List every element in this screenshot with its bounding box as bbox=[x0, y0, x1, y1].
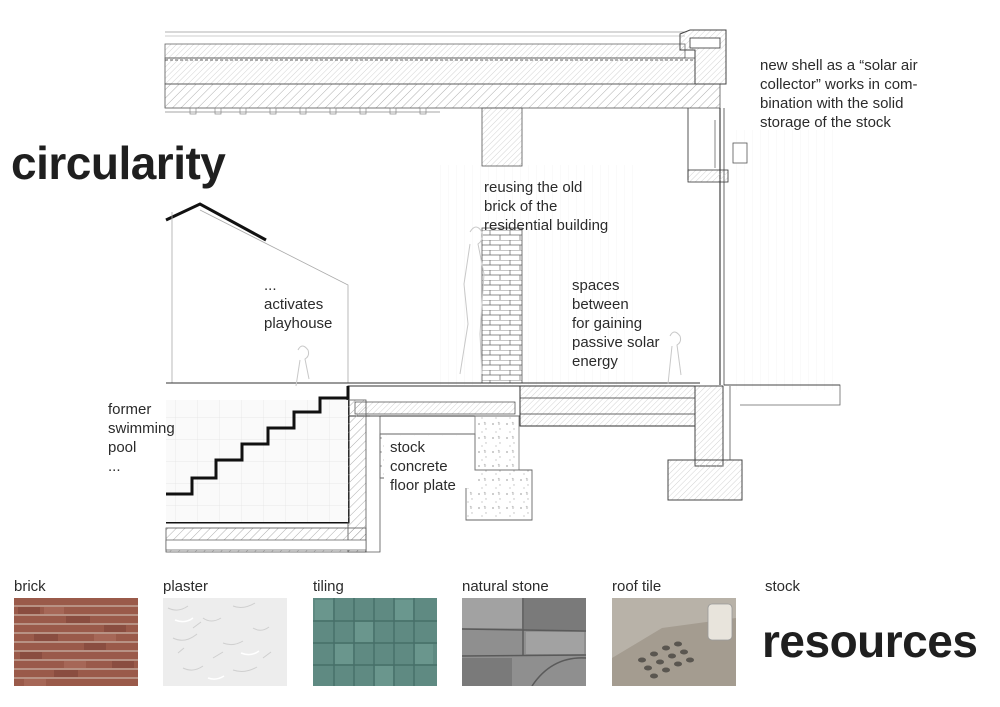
annotation-spaces: spaces between for gaining passive solar… bbox=[572, 277, 660, 370]
material-label-brick: brick bbox=[14, 578, 46, 595]
heading-resources: resources bbox=[762, 615, 978, 667]
stock-label: stock bbox=[765, 578, 801, 595]
material-swatch-natural-stone bbox=[462, 598, 586, 686]
material-swatch-roof-tile bbox=[612, 598, 736, 686]
material-swatch-brick bbox=[14, 598, 138, 686]
annotation-playhouse: ... activates playhouse bbox=[264, 277, 333, 332]
material-label-roof-tile: roof tile bbox=[612, 578, 662, 595]
annotation-shell: new shell as a “solar air collector” wor… bbox=[760, 57, 918, 131]
heading-circularity: circularity bbox=[11, 137, 226, 189]
material-label-plaster: plaster bbox=[163, 578, 209, 595]
material-label-tiling: tiling bbox=[313, 578, 344, 595]
material-swatch-tiling bbox=[313, 598, 437, 686]
annotation-pool: former swimming pool ... bbox=[108, 401, 175, 475]
material-swatch-plaster bbox=[163, 598, 287, 686]
material-label-natural-stone: natural stone bbox=[462, 578, 549, 595]
annotation-concrete: stock concrete floor plate bbox=[390, 439, 456, 494]
annotation-brick-reuse: reusing the old brick of the residential… bbox=[484, 179, 609, 234]
